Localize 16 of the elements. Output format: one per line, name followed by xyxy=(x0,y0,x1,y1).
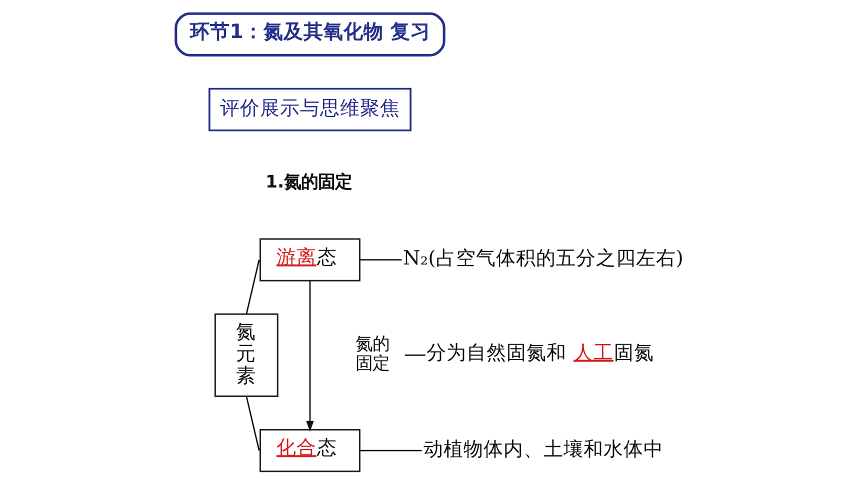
node-text: 分为自然固氮和 人工固氮 xyxy=(426,340,654,364)
node-box: 化合态 xyxy=(259,428,360,472)
connector xyxy=(245,259,260,314)
node-box: 环节1：氮及其氧化物 复习 xyxy=(174,12,445,56)
node-text: 动植物体内、土壤和水体中 xyxy=(422,436,663,460)
node-text: 氮的固定 xyxy=(355,334,390,374)
arrow xyxy=(306,280,314,432)
connector xyxy=(404,354,425,356)
connector xyxy=(245,396,260,450)
node-box: 氮元素 xyxy=(214,312,278,396)
node-text: N₂(占空气体积的五分之四左右) xyxy=(402,246,683,270)
node-box: 评价展示与思维聚焦 xyxy=(208,87,411,131)
connector xyxy=(359,449,422,451)
connector xyxy=(359,258,402,260)
node-box: 游离态 xyxy=(259,238,360,281)
label: 1.氮的固定 xyxy=(264,172,352,192)
